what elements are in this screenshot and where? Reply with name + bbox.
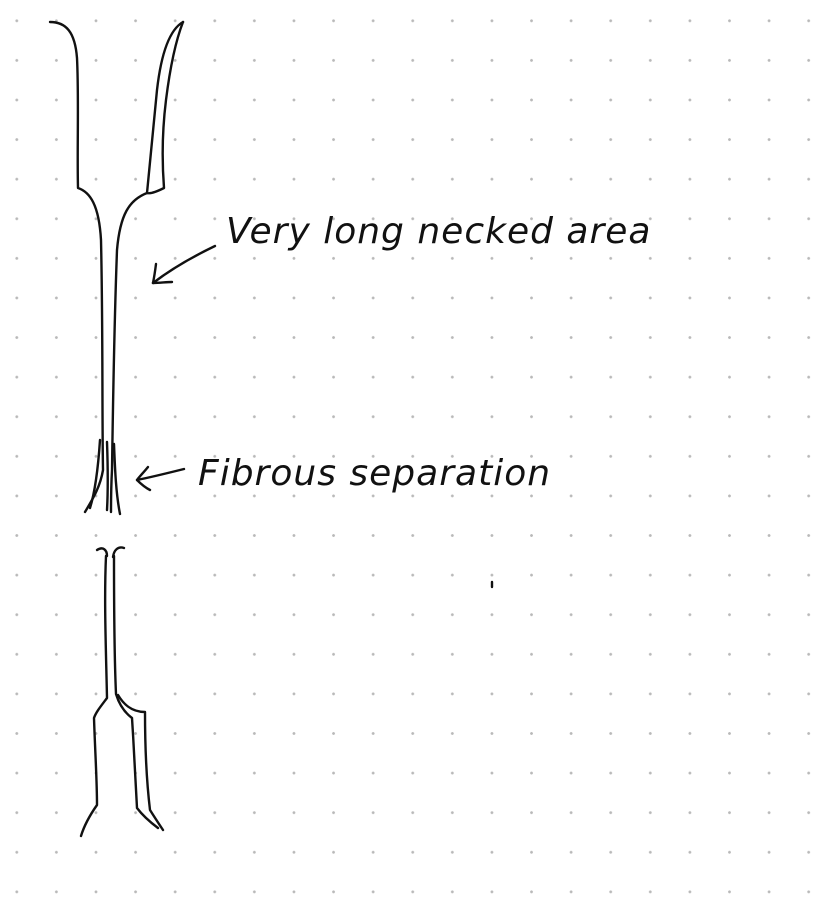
lower-top-fibers-left [95,547,109,558]
arrow-neck [151,244,217,285]
upper-left-outline [48,20,105,514]
lower-inner-outline [112,554,160,830]
upper-fiber-2 [105,440,109,512]
annotation-fibrous-label: Fibrous separation [198,453,552,494]
upper-right-fork [145,20,185,195]
arrow-fibrous [135,465,186,492]
arrow-neck-shaft [151,244,217,285]
arrow-fibrous-head [135,465,152,492]
lower-left-outline [79,554,109,838]
annotation-neck-label: Very long necked area [226,211,652,252]
upper-fiber-3 [112,442,122,516]
lower-structure [79,546,165,838]
arrow-fibrous-shaft [135,467,186,482]
arrow-neck-head [151,262,174,285]
upper-structure [48,20,185,516]
lower-right-outline [116,693,165,832]
upper-left-fork-inner [109,20,185,514]
upper-fiber-1 [88,438,102,510]
